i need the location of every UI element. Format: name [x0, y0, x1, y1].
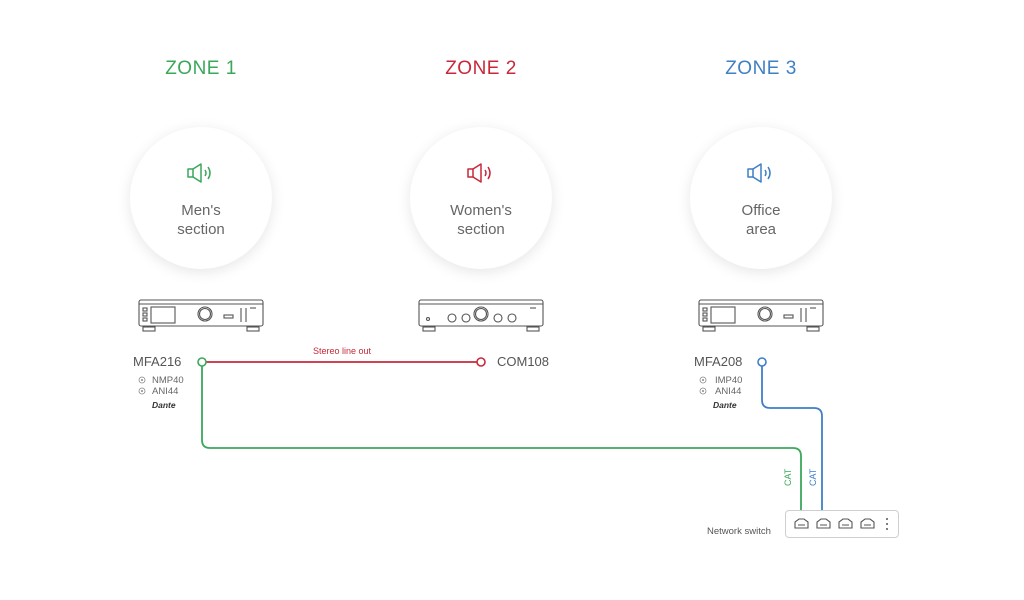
com108-port [476, 357, 486, 367]
zone-2-circle: Women's section [410, 127, 552, 269]
zone-3-circle: Office area [690, 127, 832, 269]
speaker-icon [467, 163, 491, 183]
zone-3-label: Office area [741, 202, 781, 238]
cat-label-green: CAT [783, 468, 793, 486]
speaker-icon [187, 163, 211, 183]
source-bullet-icon [138, 387, 146, 395]
com108-device-icon [418, 299, 544, 332]
mfa216-source-2: ANI44 [152, 386, 179, 397]
source-bullet-icon [699, 376, 707, 384]
mfa208-label: MFA208 [694, 354, 743, 369]
mfa208-port [757, 357, 767, 367]
mfa208-source-1: IMP40 [715, 375, 743, 386]
zone-2-title: ZONE 2 [445, 58, 517, 79]
dante-logo: Dante [152, 400, 176, 410]
zone-1-label: Men's section [177, 202, 225, 238]
network-switch [785, 510, 899, 538]
source-bullet-icon [699, 387, 707, 395]
mfa208-source-2: ANI44 [715, 386, 742, 397]
speaker-icon [747, 163, 771, 183]
zone-1-circle: Men's section [130, 127, 272, 269]
mfa216-device-icon [138, 299, 264, 332]
network-port-icon [794, 518, 809, 529]
dante-logo: Dante [713, 400, 737, 410]
network-port-icon [838, 518, 853, 529]
mfa208-device-icon [698, 299, 824, 332]
source-bullet-icon [138, 376, 146, 384]
network-port-icon [816, 518, 831, 529]
cat-label-blue: CAT [808, 468, 818, 486]
zone-2-label: Women's section [450, 202, 512, 238]
network-switch-icon [794, 518, 888, 530]
zone-1-title: ZONE 1 [165, 58, 237, 79]
zone-3-title: ZONE 3 [725, 58, 797, 79]
network-switch-label: Network switch [707, 526, 771, 537]
blue-cat-line [761, 366, 823, 512]
network-port-icon [860, 518, 875, 529]
mfa216-port [197, 357, 207, 367]
green-cat-line [201, 366, 802, 512]
com108-label: COM108 [497, 354, 550, 369]
mfa216-source-1: NMP40 [152, 375, 184, 386]
mfa216-label: MFA216 [133, 354, 182, 369]
stereo-line-out-label: Stereo line out [313, 346, 372, 356]
